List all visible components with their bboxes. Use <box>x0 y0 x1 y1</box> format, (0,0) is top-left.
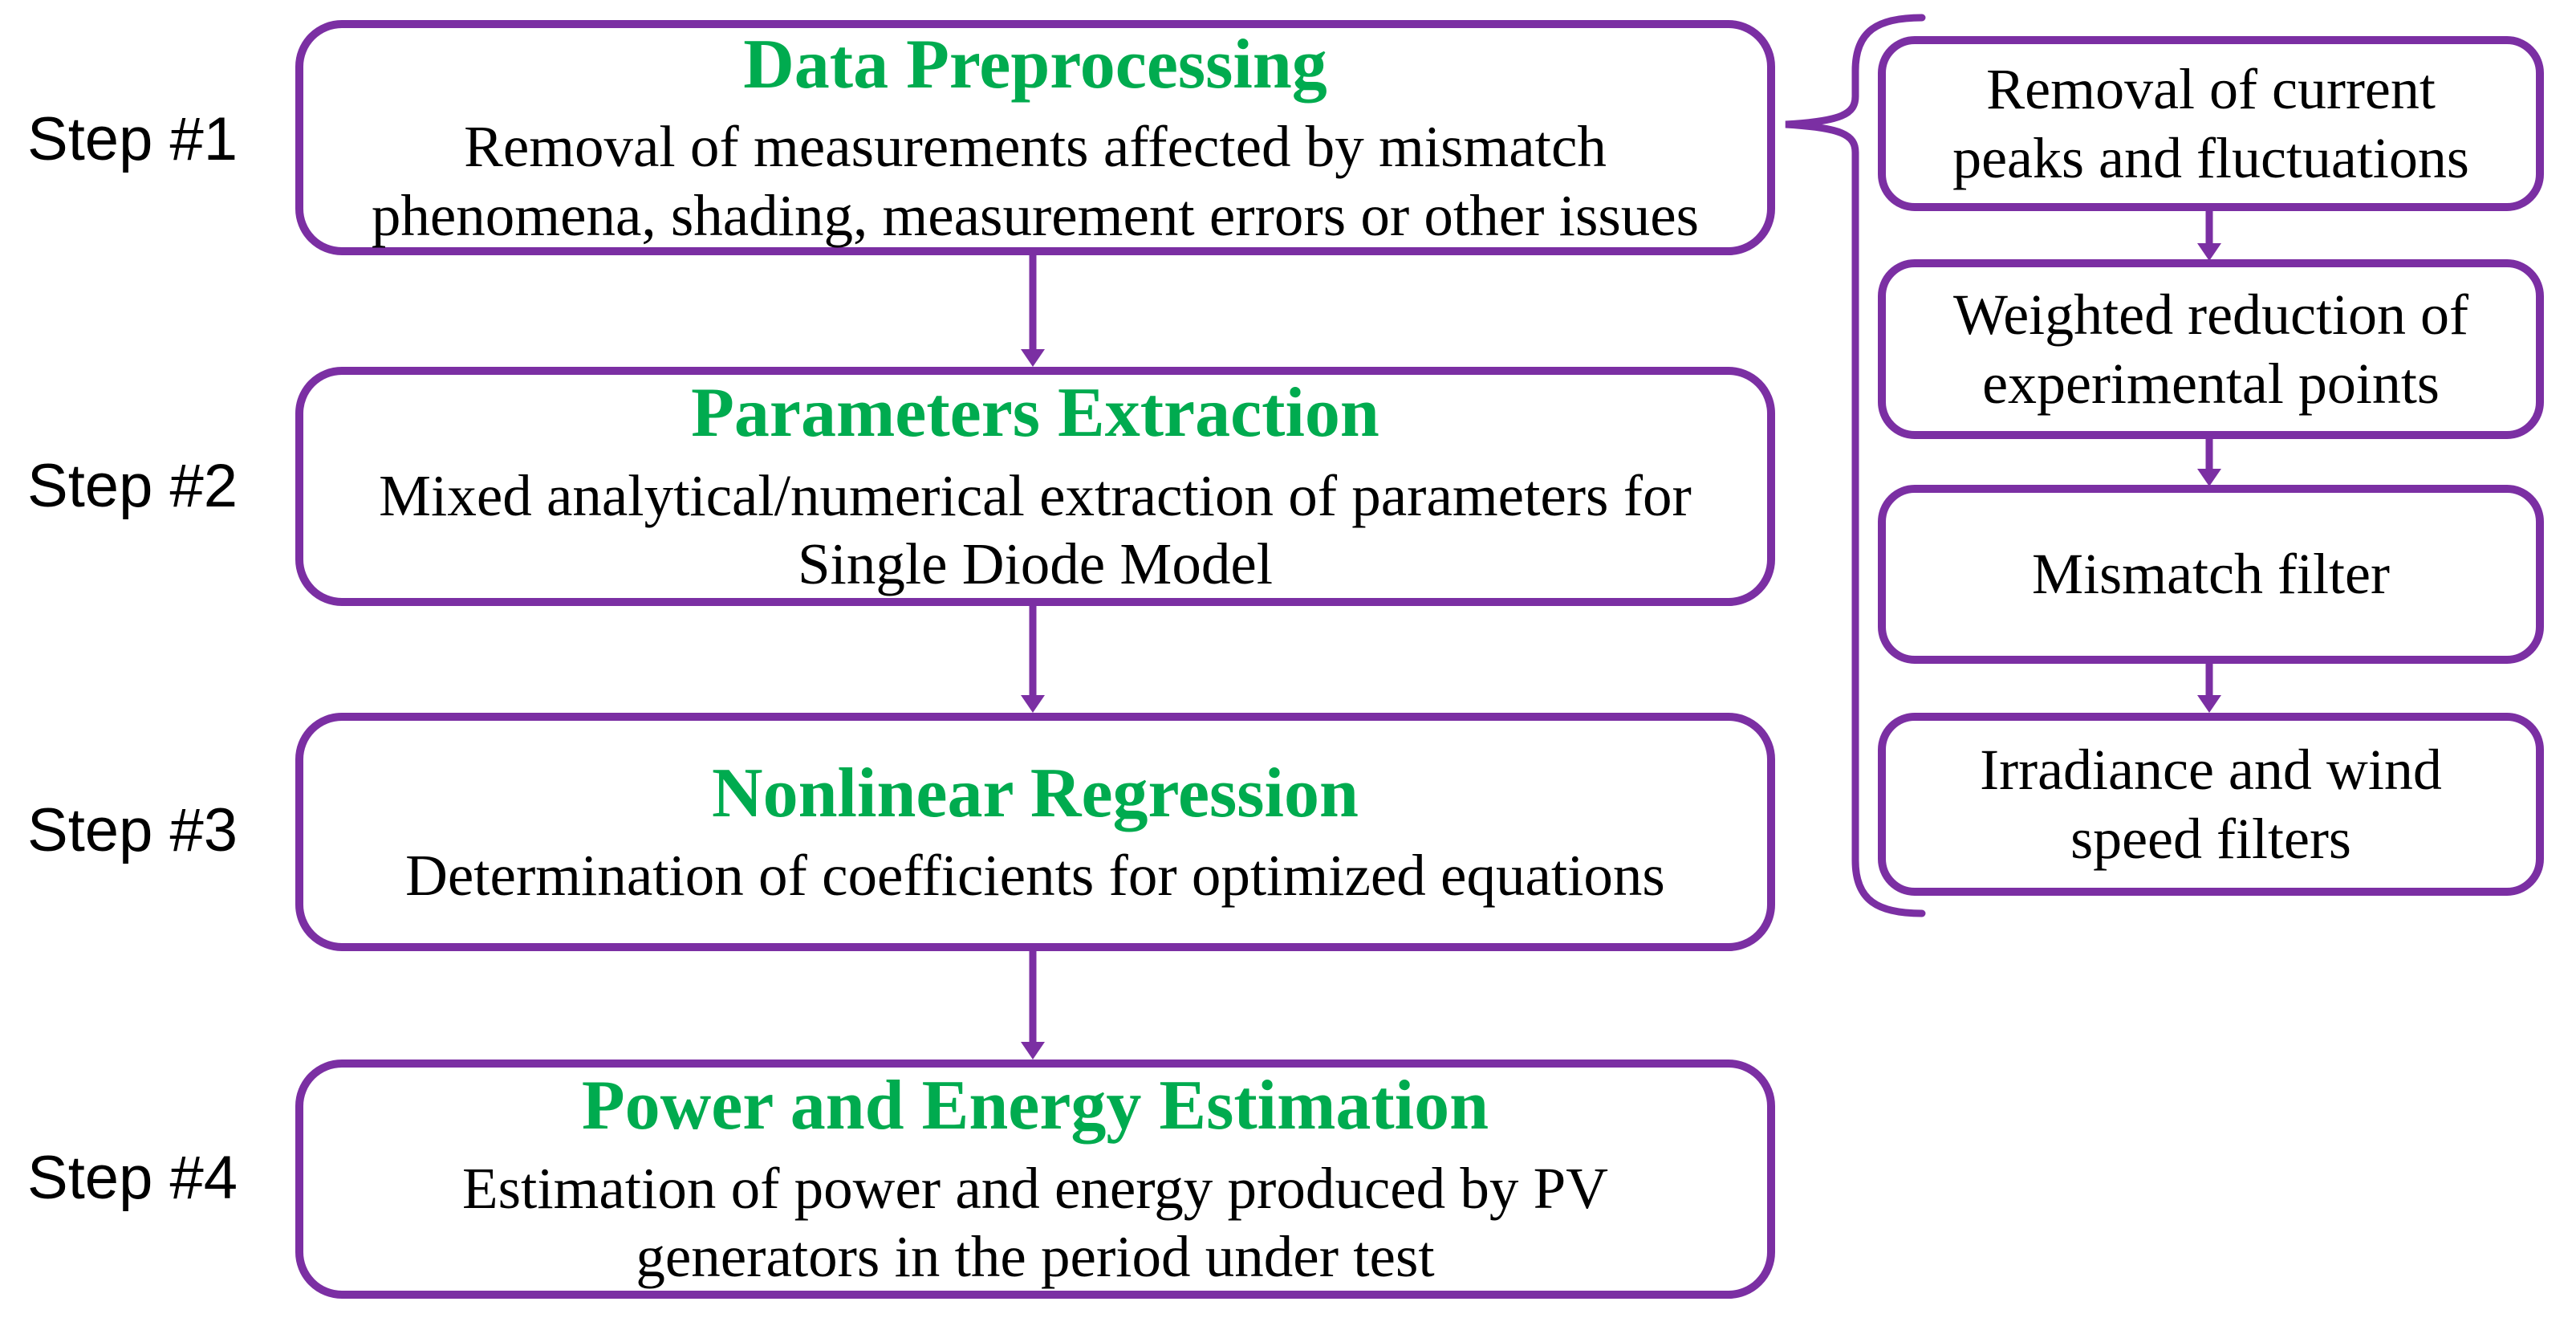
step-box-3-body-line-1: Determination of coefficients for optimi… <box>405 843 1665 909</box>
arrow-down-icon <box>2197 211 2221 261</box>
substep-3-line-1: Mismatch filter <box>2032 542 2390 607</box>
step-box-4: Power and Energy Estimation Estimation o… <box>295 1060 1775 1299</box>
step-box-2: Parameters Extraction Mixed analytical/n… <box>295 367 1775 606</box>
step-box-1-body-line-2: phenomena, shading, measurement errors o… <box>371 182 1700 248</box>
step-label-2: Step #2 <box>27 452 238 520</box>
step-box-4-title: Power and Energy Estimation <box>581 1067 1489 1145</box>
arrow-down-icon <box>2197 439 2221 486</box>
step-box-4-body-line-2: generators in the period under test <box>636 1224 1435 1290</box>
substep-2-line-1: Weighted reduction of <box>1953 282 2468 347</box>
step-box-1-body-line-1: Removal of measurements affected by mism… <box>464 114 1607 180</box>
step-box-4-body-line-1: Estimation of power and energy produced … <box>462 1155 1608 1221</box>
substep-4-line-1: Irradiance and wind <box>1980 737 2442 802</box>
step-box-2-body-line-2: Single Diode Model <box>797 531 1274 597</box>
curly-brace-icon <box>1785 14 1926 917</box>
step-box-3: Nonlinear Regression Determination of co… <box>295 713 1775 951</box>
step-label-1: Step #1 <box>27 105 238 173</box>
arrow-down-icon <box>1021 254 1045 367</box>
substep-box-4: Irradiance and wind speed filters <box>1878 713 2544 896</box>
arrow-down-icon <box>2197 664 2221 713</box>
arrow-down-icon <box>1021 606 1045 713</box>
step-box-2-body-line-1: Mixed analytical/numerical extraction of… <box>379 462 1692 528</box>
arrow-down-icon <box>1021 951 1045 1060</box>
step-label-4: Step #4 <box>27 1144 238 1212</box>
step-box-3-title: Nonlinear Regression <box>712 754 1359 832</box>
substep-box-2: Weighted reduction of experimental point… <box>1878 259 2544 439</box>
step-box-1-title: Data Preprocessing <box>743 25 1327 104</box>
substep-2-line-2: experimental points <box>1982 352 2440 416</box>
step-box-2-title: Parameters Extraction <box>691 374 1379 453</box>
step-label-3: Step #3 <box>27 796 238 864</box>
step-box-2-body: Mixed analytical/numerical extraction of… <box>379 462 1692 599</box>
step-box-3-body: Determination of coefficients for optimi… <box>405 841 1665 909</box>
substep-box-3: Mismatch filter <box>1878 485 2544 664</box>
substep-1-line-2: peaks and fluctuations <box>1952 126 2469 190</box>
step-box-1-body: Removal of measurements affected by mism… <box>372 112 1699 250</box>
substep-1-line-1: Removal of current <box>1986 56 2436 121</box>
step-box-1: Data Preprocessing Removal of measuremen… <box>295 20 1775 255</box>
step-box-4-body: Estimation of power and energy produced … <box>462 1154 1608 1291</box>
substep-box-1: Removal of current peaks and fluctuation… <box>1878 36 2544 211</box>
substep-4-line-2: speed filters <box>2070 807 2351 871</box>
